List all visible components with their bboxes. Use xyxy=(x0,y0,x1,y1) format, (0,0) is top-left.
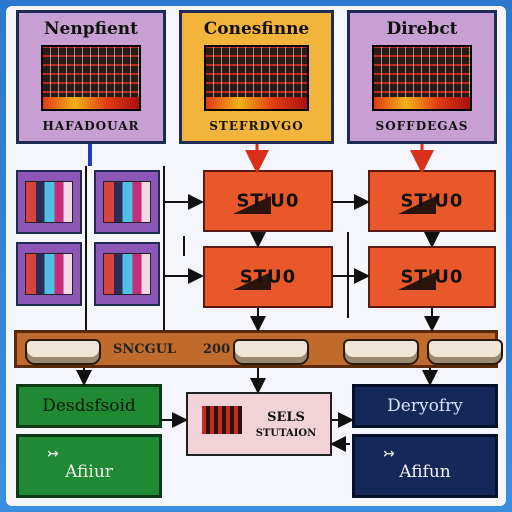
center-box[interactable]: SELS STUTAION xyxy=(186,392,332,456)
bottom-box-top-right[interactable]: Deryofry xyxy=(352,384,498,428)
bus-pad-2 xyxy=(233,339,309,365)
bus-bar[interactable]: SNCGUL 200 xyxy=(14,330,503,368)
media-tile-4[interactable] xyxy=(94,242,160,306)
process-box-4-label: ST'U0 xyxy=(400,266,464,288)
center-box-sublabel: STUTAION xyxy=(255,428,317,439)
media-tile-1[interactable] xyxy=(16,170,82,234)
bottom-box-bottom-left[interactable]: ↣ Afiiur xyxy=(16,434,162,498)
bus-label: SNCGUL xyxy=(113,342,177,357)
bus-pad-3 xyxy=(343,339,419,365)
top-box-center-title: Conesfinne xyxy=(203,19,310,39)
process-box-3[interactable]: ST'U0 xyxy=(368,170,496,232)
center-box-label: SELS xyxy=(267,410,305,425)
arrow-glyph-icon: ↣ xyxy=(47,445,59,461)
bottom-box-top-right-label: Deryofry xyxy=(387,396,463,416)
top-box-right-subtitle: SOFFDEGAS xyxy=(375,119,469,133)
bus-value: 200 xyxy=(203,342,231,357)
bottom-box-top-left-label: Desdsfsoid xyxy=(42,396,136,416)
bottom-box-top-left[interactable]: Desdsfsoid xyxy=(16,384,162,428)
media-tile-3[interactable] xyxy=(16,242,82,306)
bottom-box-bottom-right[interactable]: ↣ Afifun xyxy=(352,434,498,498)
process-box-2[interactable]: STU0 xyxy=(203,246,333,308)
top-box-center-subtitle: STEFRDVGO xyxy=(209,119,304,133)
bus-pad-1 xyxy=(25,339,101,365)
arrow-glyph-icon: ↣ xyxy=(383,445,395,461)
monitor-icon xyxy=(202,406,242,434)
media-tile-2[interactable] xyxy=(94,170,160,234)
top-box-right-title: Direbct xyxy=(386,19,458,39)
monitor-icon xyxy=(204,45,309,111)
top-box-right[interactable]: Direbct SOFFDEGAS xyxy=(347,10,497,144)
bus-pad-4 xyxy=(427,339,503,365)
monitor-icon xyxy=(41,45,141,111)
top-box-left-subtitle: HAFADOUAR xyxy=(42,119,140,133)
bottom-box-bottom-right-label: Afifun xyxy=(399,461,451,482)
process-box-3-label: ST'U0 xyxy=(400,190,464,212)
top-box-left-title: Nenpfient xyxy=(44,19,138,39)
process-box-1-label: ST'U0 xyxy=(236,190,300,212)
top-box-center[interactable]: Conesfinne STEFRDVGO xyxy=(179,10,334,144)
top-box-left[interactable]: Nenpfient HAFADOUAR xyxy=(16,10,166,144)
process-box-2-label: STU0 xyxy=(239,266,297,288)
monitor-icon xyxy=(372,45,472,111)
process-box-4[interactable]: ST'U0 xyxy=(368,246,496,308)
bottom-box-bottom-left-label: Afiiur xyxy=(65,461,113,482)
process-box-1[interactable]: ST'U0 xyxy=(203,170,333,232)
